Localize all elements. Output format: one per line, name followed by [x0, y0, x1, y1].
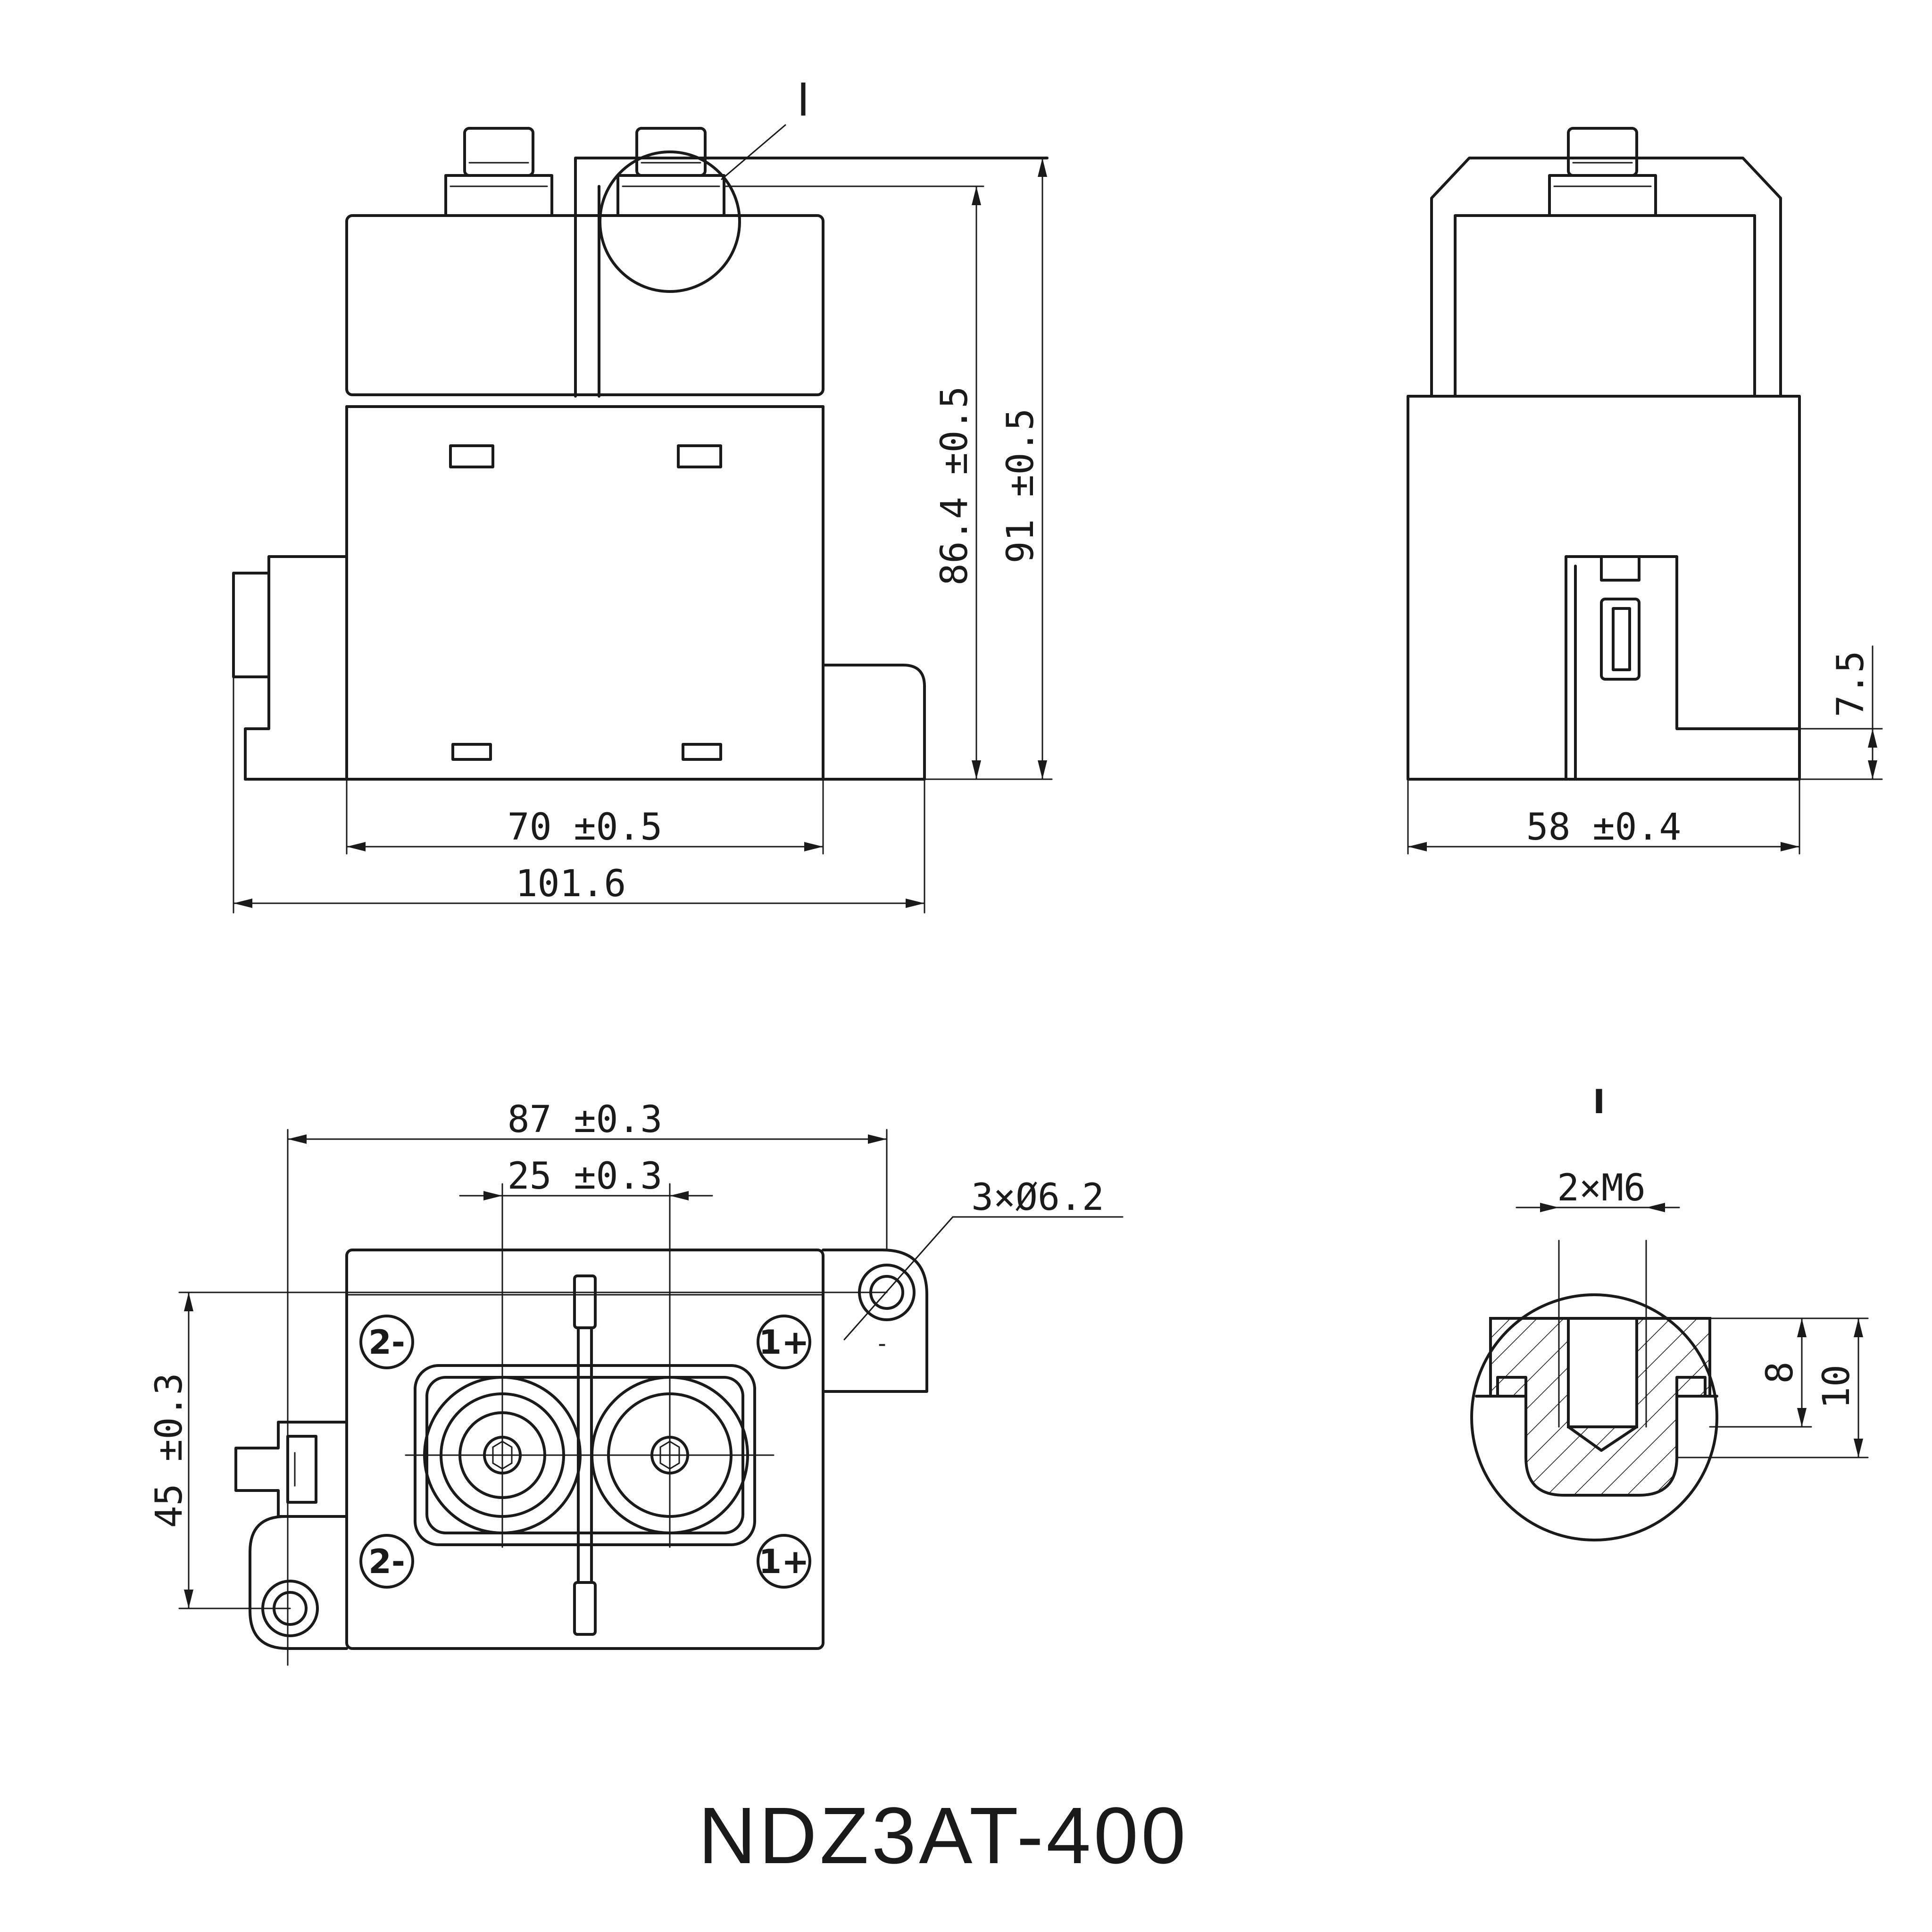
front-upper-housing — [345, 214, 824, 396]
front-right-flange — [822, 664, 926, 781]
model-title: NDZ3AT-400 — [698, 1791, 1188, 1881]
top-body — [345, 1249, 824, 1650]
front-terminal-left — [444, 127, 553, 217]
terminal-label-tr: 1+ — [757, 1315, 811, 1369]
front-lower-housing — [345, 405, 824, 781]
front-view: 70 ±0.5 101.6 86.4 ±0.5 91 ±0.5 — [232, 83, 1053, 914]
front-terminal-right — [616, 127, 725, 217]
svg-text:1+: 1+ — [758, 1542, 809, 1581]
top-left-ear — [249, 1515, 348, 1650]
dim-depth-8: 8 — [1759, 1362, 1801, 1384]
side-view: 58 ±0.4 7.5 — [1407, 127, 1883, 855]
svg-text:2-: 2- — [368, 1542, 405, 1581]
top-view: 2- 1+ 2- 1+ - 87 ±0.3 25 ±0.3 3×Ø6.2 — [148, 1099, 1124, 1666]
terminal-label-tl: 2- — [359, 1315, 414, 1369]
dim-height-body: 86.4 ±0.5 — [933, 386, 976, 586]
dim-thread: 2×M6 — [1557, 1167, 1646, 1209]
side-frame — [1430, 157, 1782, 398]
svg-text:1+: 1+ — [758, 1323, 809, 1362]
side-terminal — [1567, 127, 1638, 177]
side-dim-width: 58 ±0.4 — [1526, 806, 1682, 849]
dim-depth-10: 10 — [1815, 1365, 1858, 1409]
svg-text:2-: 2- — [368, 1323, 405, 1362]
detail-circle-marker — [599, 150, 741, 293]
detail-circle — [1470, 1293, 1718, 1541]
dim-width-body: 70 ±0.5 — [508, 806, 663, 849]
top-connector — [234, 1421, 348, 1518]
terminal-label-br: 1+ — [757, 1534, 811, 1589]
dim-mount-holes: 3×Ø6.2 — [971, 1176, 1104, 1219]
side-connector — [1565, 555, 1801, 781]
polarity-mark: - — [875, 1330, 889, 1357]
top-right-ear — [822, 1249, 928, 1393]
detail-view: I 2×M6 8 10 — [1470, 1083, 1869, 1541]
dim-terminal-spacing: 25 ±0.3 — [508, 1155, 663, 1198]
dim-depth: 45 ±0.3 — [148, 1373, 191, 1528]
side-dim-bottom: 7.5 — [1830, 651, 1872, 717]
side-housing — [1407, 395, 1801, 781]
dim-height-total: 91 ±0.5 — [999, 408, 1042, 564]
center-divider — [573, 1274, 597, 1329]
front-busbar — [574, 157, 1049, 398]
detail-thread-hole — [1567, 1317, 1638, 1428]
dim-hole-spacing: 87 ±0.3 — [508, 1099, 663, 1141]
terminal-label-bl: 2- — [359, 1534, 414, 1589]
dim-width-total: 101.6 — [516, 863, 626, 905]
detail-label: I — [1593, 1083, 1605, 1121]
front-left-connector — [244, 555, 348, 781]
